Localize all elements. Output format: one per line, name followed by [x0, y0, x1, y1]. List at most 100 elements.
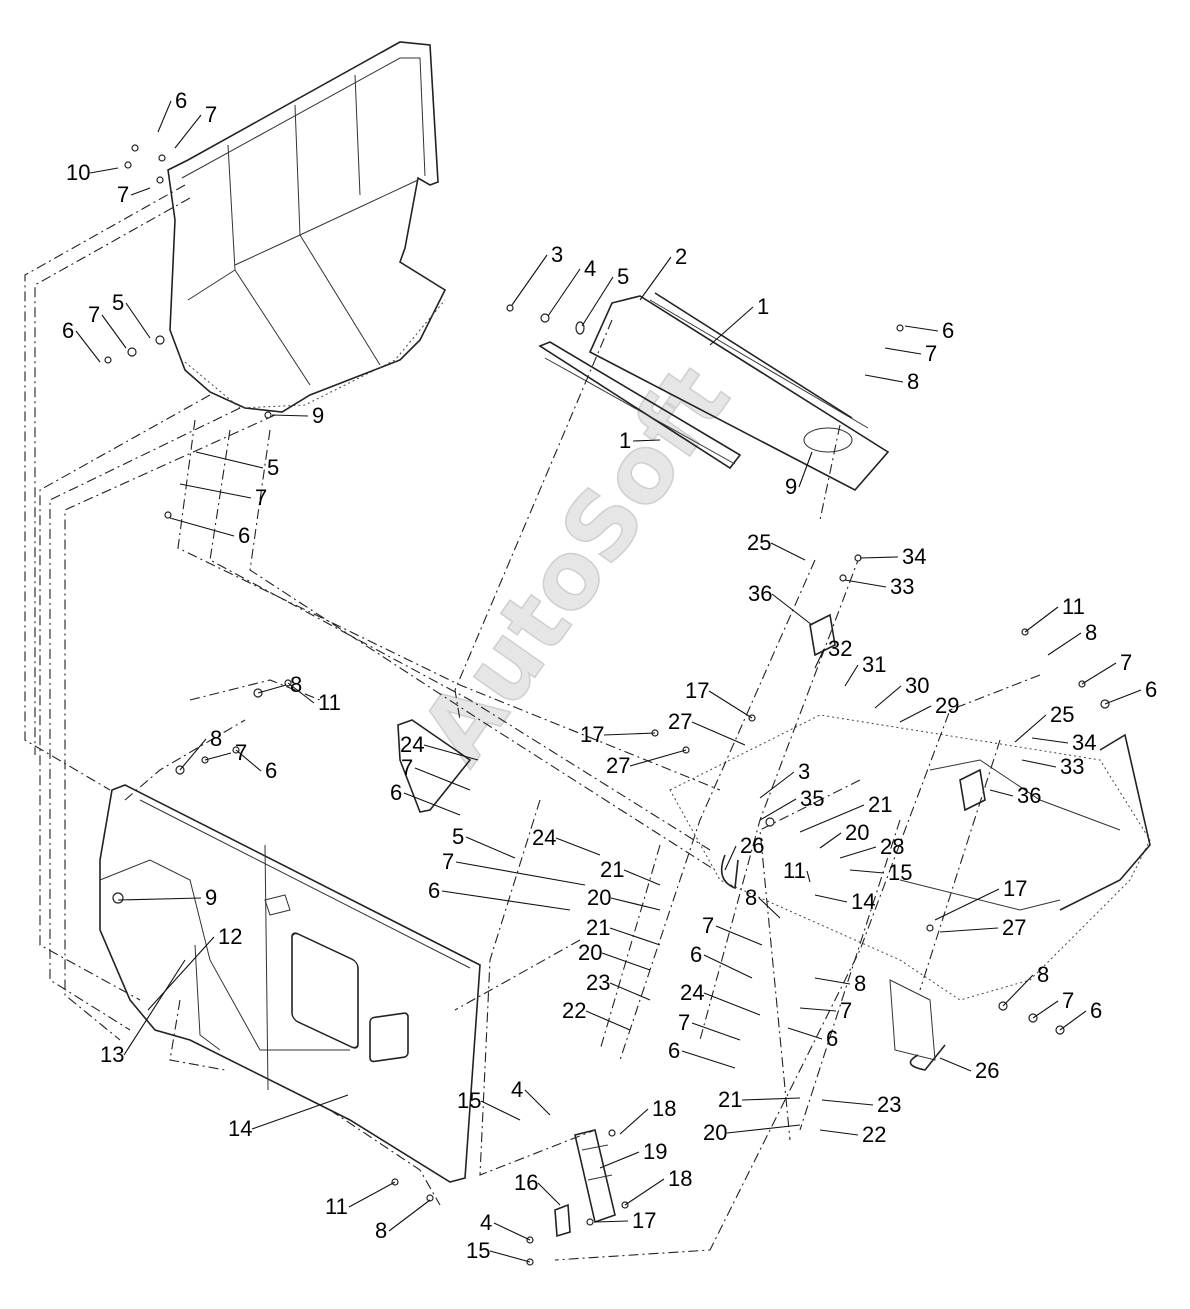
callout-label-c30: 30 — [905, 673, 929, 698]
callout-leader-c78 — [814, 977, 851, 985]
callout-label-c97: 4 — [480, 1210, 492, 1235]
callout-leader-c92 — [619, 1108, 649, 1135]
callout-leader-c90 — [480, 1100, 521, 1121]
callout-leader-c87 — [1032, 1000, 1059, 1019]
callout-label-c98: 15 — [466, 1238, 490, 1263]
callout-leader-c99 — [741, 1097, 801, 1101]
callout-leader-c95 — [537, 1182, 561, 1206]
callout-leader-c48 — [388, 1199, 431, 1232]
callout-leader-c77 — [703, 954, 753, 979]
callout-leader-c88 — [1059, 1010, 1087, 1031]
callout-leader-c24 — [844, 579, 887, 588]
callout-leader-c39 — [287, 682, 315, 704]
callout-label-c09: 5 — [267, 455, 279, 480]
callout-label-c21: 9 — [785, 474, 797, 499]
callout-leader-c89 — [939, 1057, 972, 1072]
callout-label-c92: 18 — [652, 1096, 676, 1121]
callout-label-c96: 17 — [632, 1208, 656, 1233]
callout-label-c78: 8 — [854, 971, 866, 996]
side-sheet-panel — [99, 784, 481, 1183]
callout-label-c94: 18 — [668, 1166, 692, 1191]
callout-label-c60: 28 — [880, 834, 904, 859]
callout-leader-c15 — [639, 256, 672, 301]
callout-label-c46: 14 — [228, 1116, 252, 1141]
callout-label-c28: 32 — [828, 636, 852, 661]
callout-leader-c01 — [157, 100, 172, 133]
callout-label-c26: 11 — [1062, 594, 1085, 619]
callout-leader-c75 — [814, 894, 848, 903]
callout-label-c82: 7 — [678, 1010, 690, 1035]
callout-label-c72: 22 — [562, 998, 586, 1023]
callout-label-c18: 6 — [942, 318, 954, 343]
callout-label-c87: 7 — [1062, 988, 1074, 1013]
callout-leader-c91 — [524, 1089, 551, 1116]
callout-leader-c73 — [806, 870, 811, 883]
callout-leader-c76 — [715, 925, 763, 946]
callout-leader-c30 — [874, 685, 902, 709]
callout-label-c58: 21 — [868, 792, 892, 817]
callout-leader-c58 — [799, 804, 865, 833]
callout-leader-c22 — [770, 542, 806, 561]
callout-leader-c102 — [819, 1129, 859, 1136]
callout-label-c83: 6 — [668, 1038, 680, 1063]
callout-label-c31: 29 — [935, 693, 959, 718]
callout-leader-c50 — [414, 767, 471, 791]
callout-leader-c18 — [904, 325, 939, 332]
callout-label-c14: 5 — [617, 264, 629, 289]
callout-label-c81: 24 — [680, 980, 704, 1005]
callout-leader-c60 — [839, 846, 877, 859]
callout-leader-c42 — [235, 749, 262, 772]
callout-leader-c41 — [204, 752, 232, 761]
callout-leader-c61 — [849, 869, 885, 874]
callout-label-c53: 27 — [668, 709, 692, 734]
callout-leader-c38 — [257, 684, 287, 694]
callout-label-c66: 6 — [428, 878, 440, 903]
callout-leader-c29 — [844, 664, 859, 687]
callout-leader-c52 — [708, 690, 753, 719]
callout-label-c101: 20 — [703, 1120, 727, 1145]
callout-leader-c94 — [624, 1178, 665, 1206]
callout-label-c86: 8 — [1037, 962, 1049, 987]
callout-label-c64: 24 — [532, 825, 556, 850]
callout-label-c22: 25 — [747, 530, 771, 555]
callout-label-c89: 26 — [975, 1058, 999, 1083]
callout-label-c39: 11 — [318, 690, 341, 715]
callout-label-c48: 8 — [375, 1218, 387, 1243]
top-cover-plate — [588, 292, 890, 492]
callout-leader-c69 — [609, 927, 661, 946]
callout-label-c57: 35 — [800, 786, 824, 811]
callout-leader-c36 — [1021, 759, 1057, 768]
callout-leader-c10 — [179, 483, 252, 499]
callout-leader-c33 — [1104, 689, 1142, 705]
callout-leader-c98 — [489, 1250, 531, 1263]
callout-leader-c101 — [726, 1124, 801, 1134]
callout-leader-c67 — [623, 869, 661, 886]
callout-label-c23: 34 — [902, 544, 926, 569]
callout-leader-c80 — [787, 1027, 823, 1040]
callout-label-c24: 33 — [890, 574, 914, 599]
callout-leader-c14 — [581, 276, 614, 327]
callout-label-c84: 17 — [1003, 876, 1027, 901]
callout-leader-c62 — [724, 845, 737, 871]
callout-leader-c83 — [681, 1050, 736, 1069]
callout-label-c47: 11 — [325, 1194, 348, 1219]
callout-label-c36: 33 — [1060, 754, 1084, 779]
callout-label-c06: 7 — [88, 302, 100, 327]
callout-leader-c64 — [555, 837, 601, 856]
callout-leader-c02 — [174, 114, 202, 149]
callout-label-c75: 14 — [851, 889, 875, 914]
callout-leader-c96 — [594, 1220, 629, 1223]
callout-label-c93: 19 — [643, 1139, 667, 1164]
callout-leader-c47 — [348, 1181, 396, 1208]
callout-leader-c06 — [101, 314, 127, 349]
lower-seal-strip — [538, 341, 742, 470]
callout-leader-c51 — [403, 792, 461, 816]
callout-label-c43: 9 — [205, 885, 217, 910]
mounting-bracket — [554, 1129, 616, 1238]
callout-leader-c100 — [821, 1099, 874, 1106]
callout-leader-c68 — [610, 897, 661, 911]
callout-label-c38: 8 — [290, 672, 302, 697]
callout-label-c12: 3 — [551, 242, 563, 267]
callout-leader-c71 — [609, 982, 651, 1001]
callout-label-c07: 6 — [62, 318, 74, 343]
